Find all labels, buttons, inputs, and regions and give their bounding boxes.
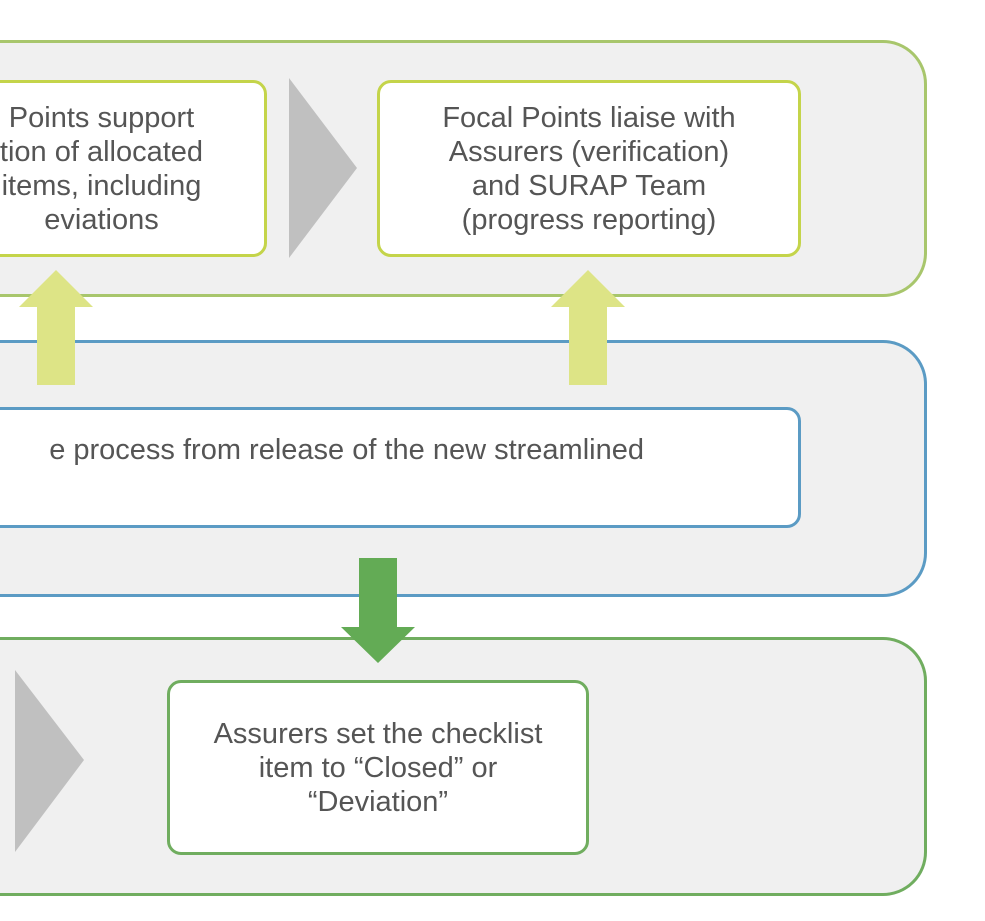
step-text-process-release: e process from release of the new stream… xyxy=(49,434,644,466)
step-box-focal-points-liaise: Focal Points liaise with Assurers (verif… xyxy=(377,80,801,257)
step-box-process-release: e process from release of the new stream… xyxy=(0,407,801,528)
step-text-assurers-set-status: Assurers set the checklist item to “Clos… xyxy=(213,717,543,818)
step-text-focal-points-support: Points support tion of allocated items, … xyxy=(0,101,204,236)
step-box-focal-points-support: Points support tion of allocated items, … xyxy=(0,80,267,257)
step-box-assurers-set-status: Assurers set the checklist item to “Clos… xyxy=(167,680,589,855)
step-text-focal-points-liaise: Focal Points liaise with Assurers (verif… xyxy=(442,101,736,236)
